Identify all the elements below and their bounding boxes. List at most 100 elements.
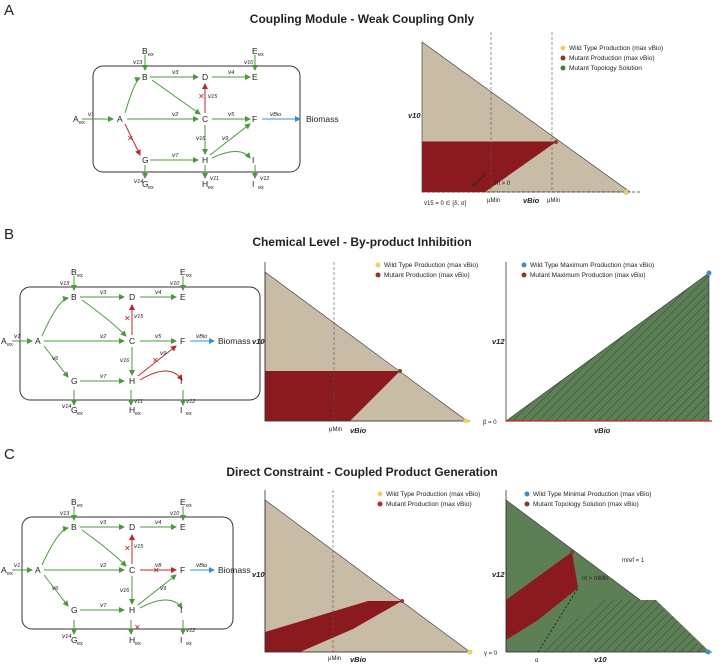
svg-text:v4: v4	[228, 69, 234, 76]
panel-b-title: Chemical Level - By-product Inhibition	[252, 235, 471, 249]
svg-text:G: G	[71, 376, 78, 386]
svg-text:v12: v12	[186, 627, 195, 634]
svg-text:E: E	[180, 292, 186, 302]
plot-b1: v10 vBio μMin Wild Type Production (max …	[252, 262, 478, 435]
svg-text:v15: v15	[208, 93, 218, 100]
svg-text:v11: v11	[134, 398, 143, 405]
svg-text:G: G	[71, 635, 78, 645]
svg-text:v8: v8	[155, 562, 162, 569]
svg-text:v16: v16	[196, 135, 206, 142]
svg-text:ex: ex	[135, 411, 141, 417]
legend-a-item-2: Mutant Topology Solution	[569, 65, 642, 72]
svg-text:✕: ✕	[134, 623, 141, 632]
legend-b2-item-1: Mutant Maximum Production (max vBio)	[530, 272, 646, 279]
svg-text:ex: ex	[186, 411, 192, 417]
svg-text:μMin: μMin	[329, 427, 342, 433]
plot-b2: v12 vBio β = 0 Wild Type Maximum Product…	[483, 262, 712, 435]
svg-text:I: I	[180, 376, 182, 386]
mutant-region-a	[422, 142, 556, 192]
svg-text:v2: v2	[100, 333, 106, 340]
svg-text:B: B	[71, 522, 77, 532]
svg-text:v6: v6	[52, 585, 59, 592]
svg-text:A: A	[35, 336, 41, 346]
svg-text:v10: v10	[244, 59, 254, 66]
svg-text:v5: v5	[228, 111, 235, 118]
svg-text:v6: v6	[52, 355, 59, 362]
svg-text:C: C	[129, 565, 135, 575]
svg-text:v10: v10	[594, 655, 607, 664]
svg-text:v11: v11	[210, 175, 219, 182]
svg-text:vBio: vBio	[350, 426, 367, 435]
svg-text:B: B	[71, 267, 77, 277]
node-a: A	[117, 114, 123, 124]
legend-a: Wild Type Production (max vBio) Mutant P…	[560, 45, 663, 72]
svg-text:v13: v13	[60, 280, 70, 287]
svg-text:ex: ex	[7, 571, 13, 577]
node-aex: A	[73, 114, 79, 124]
knockout-mark-v15: ✕	[198, 92, 205, 101]
plot-c1: v10 vBio μMin Wild Type Production (max …	[252, 490, 480, 664]
node-c: C	[202, 114, 208, 124]
svg-text:ex: ex	[77, 641, 83, 647]
panel-letter-b: B	[4, 226, 14, 243]
svg-text:F: F	[180, 336, 185, 346]
svg-text:vBio: vBio	[270, 111, 281, 118]
svg-text:G: G	[71, 405, 78, 415]
svg-text:vBio: vBio	[196, 562, 207, 569]
svg-text:ex: ex	[77, 273, 83, 279]
node-e: E	[252, 72, 258, 82]
svg-text:ex: ex	[148, 52, 154, 58]
legend-b1-item-0: Wild Type Production (max vBio)	[384, 262, 478, 269]
legend-c2-item-1: Mutant Topology Solution (max vBio)	[533, 501, 639, 508]
svg-text:v1: v1	[14, 333, 20, 340]
svg-text:v5: v5	[155, 333, 162, 340]
svg-text:ex: ex	[258, 185, 264, 191]
svg-text:v7: v7	[172, 152, 179, 159]
svg-text:ex: ex	[135, 641, 141, 647]
legend-c1-item-1: Mutant Production (max vBio)	[386, 501, 472, 508]
svg-text:μMin: μMin	[547, 198, 560, 204]
svg-text:γ = 0: γ = 0	[484, 651, 498, 657]
svg-text:v10: v10	[170, 510, 180, 517]
node-f: F	[252, 114, 257, 124]
svg-text:v16: v16	[120, 587, 130, 594]
svg-text:β = 0: β = 0	[483, 420, 497, 426]
svg-text:μMin: μMin	[487, 198, 500, 204]
svg-text:D: D	[129, 292, 135, 302]
plot-a: v10 vBio μMin μMin m > 0 v15 = 0 ∈ [δ, σ…	[408, 32, 663, 207]
knockout-mark-v6: ✕	[127, 134, 134, 143]
svg-text:C: C	[129, 336, 135, 346]
svg-text:E: E	[180, 497, 186, 507]
svg-text:v2: v2	[100, 562, 106, 569]
node-h: H	[202, 155, 208, 165]
svg-text:v15: v15	[134, 313, 144, 320]
svg-text:v13: v13	[60, 510, 70, 517]
svg-text:E: E	[180, 522, 186, 532]
svg-text:ex: ex	[258, 52, 264, 58]
svg-text:vBio: vBio	[594, 426, 611, 435]
node-g: G	[142, 155, 149, 165]
node-iex: I	[252, 179, 254, 189]
svg-text:A: A	[35, 565, 41, 575]
panel-c-title: Direct Constraint - Coupled Product Gene…	[226, 465, 497, 479]
svg-text:v12: v12	[260, 175, 269, 182]
legend-a-item-0: Wild Type Production (max vBio)	[569, 45, 663, 52]
svg-text:v13: v13	[133, 59, 143, 66]
network-diagram-b: ✕ ✕	[12, 276, 261, 406]
svg-text:ex: ex	[7, 342, 13, 348]
svg-text:v10: v10	[252, 337, 265, 346]
svg-text:v12: v12	[492, 570, 505, 579]
svg-text:vBio: vBio	[196, 333, 207, 340]
svg-text:v16: v16	[120, 357, 130, 364]
svg-text:v4: v4	[155, 289, 161, 296]
svg-text:✕: ✕	[152, 356, 159, 365]
svg-text:H: H	[129, 635, 135, 645]
network-labels-a: B ex E ex A ex A B D E C F G H I G ex H …	[73, 46, 339, 191]
svg-text:v14: v14	[62, 403, 71, 410]
plot-c2: v12 v10 γ = 0 α m > mMin mref = 1 Wild T…	[484, 490, 712, 664]
svg-text:v15 = 0 ∈ [δ, σ]: v15 = 0 ∈ [δ, σ]	[424, 200, 466, 207]
svg-text:ex: ex	[77, 411, 83, 417]
